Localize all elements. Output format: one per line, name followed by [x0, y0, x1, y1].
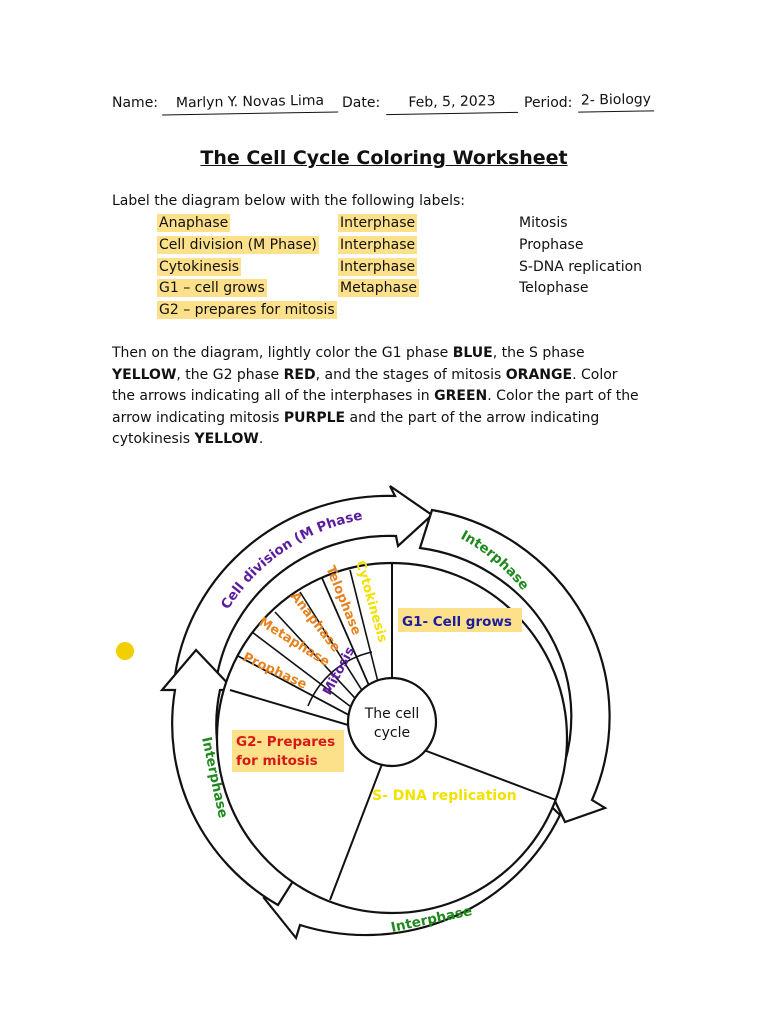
g2-highlight [232, 730, 344, 772]
para-text-5: . Color the arrows indicating all of the… [112, 366, 618, 405]
label-mitosis: Mitosis [519, 215, 568, 231]
instruction-text: Label the diagram below with the followi… [112, 193, 466, 209]
label-cell-division: Cell division (M Phase) [157, 236, 319, 254]
mitosis-inner-arc [307, 651, 373, 707]
label-interphase-1: Interphase [338, 214, 418, 232]
para-text-3: , the G2 phase [176, 366, 284, 383]
para-blue: BLUE [452, 345, 493, 361]
para-red: RED [283, 366, 316, 383]
center-circle [346, 676, 438, 768]
s-phase-label: S- DNA replication [372, 788, 517, 804]
para-yellow-2: YELLOW [194, 431, 259, 447]
label-metaphase: Metaphase [338, 279, 420, 297]
g2-label-1: G2- Prepares [236, 734, 335, 750]
center-label-2: cycle [374, 725, 410, 741]
label-g1: G1 – cell grows [157, 279, 267, 297]
name-label: Name: [112, 95, 159, 111]
date-label: Date: [342, 95, 381, 111]
label-s-dna: S-DNA replication [519, 259, 643, 275]
label-cytokinesis: Cytokinesis [157, 258, 242, 276]
label-anaphase: Anaphase [157, 214, 231, 232]
yellow-dot-marker [116, 642, 134, 660]
para-purple: PURPLE [283, 409, 346, 426]
worksheet-title: The Cell Cycle Coloring Worksheet [200, 147, 568, 169]
label-g2: G2 – prepares for mitosis [157, 301, 337, 319]
center-label-1: The cell [364, 706, 420, 722]
para-text-8: . [258, 431, 264, 447]
para-green: GREEN [434, 388, 488, 404]
para-text-6: . Color the part of the arrow indicating… [112, 388, 639, 426]
para-text-2: , the S phase [492, 345, 585, 361]
label-telophase: Telophase [519, 280, 589, 296]
para-yellow-1: YELLOW [112, 366, 177, 383]
label-interphase-3: Interphase [338, 258, 418, 276]
para-text-1: Then on the diagram, lightly color the G… [112, 345, 453, 361]
g2-label-2: for mitosis [236, 753, 318, 769]
para-text-4: , and the stages of mitosis [315, 366, 506, 383]
g1-highlight [398, 608, 522, 632]
para-orange: ORANGE [505, 366, 573, 383]
label-interphase-2: Interphase [338, 236, 418, 254]
coloring-instructions: Then on the diagram, lightly color the G… [112, 343, 642, 451]
period-label: Period: [524, 95, 573, 111]
para-text-7: and the part of the arrow indicating cyt… [112, 409, 600, 448]
g1-label: G1- Cell grows [402, 614, 512, 630]
arrow-interphase-right [418, 508, 611, 824]
label-prophase: Prophase [519, 237, 584, 253]
